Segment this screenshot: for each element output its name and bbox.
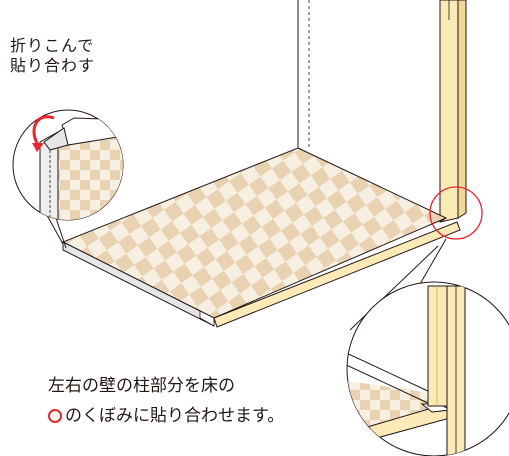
instruction-line-1: 左右の壁の柱部分を床の <box>48 376 235 396</box>
fold-arrow-icon <box>32 115 55 146</box>
note-line-1: 折りこんで <box>10 36 95 55</box>
note-line-2: 貼り合わす <box>10 56 96 75</box>
fold-instruction-note: 折りこんで 貼り合わす <box>10 36 95 76</box>
corner-zoom-callout <box>346 281 509 456</box>
right-wall-column <box>439 0 467 223</box>
instruction-line-2: のくぼみに貼り合わせます。 <box>48 401 284 426</box>
back-wall <box>297 0 310 150</box>
fold-detail-callout <box>12 109 124 221</box>
floor-board <box>61 147 461 328</box>
corner-highlight-circle <box>429 186 483 240</box>
instruction-line-2-text: のくぼみに貼り合わせます。 <box>65 406 285 426</box>
red-circle-icon <box>48 409 62 423</box>
